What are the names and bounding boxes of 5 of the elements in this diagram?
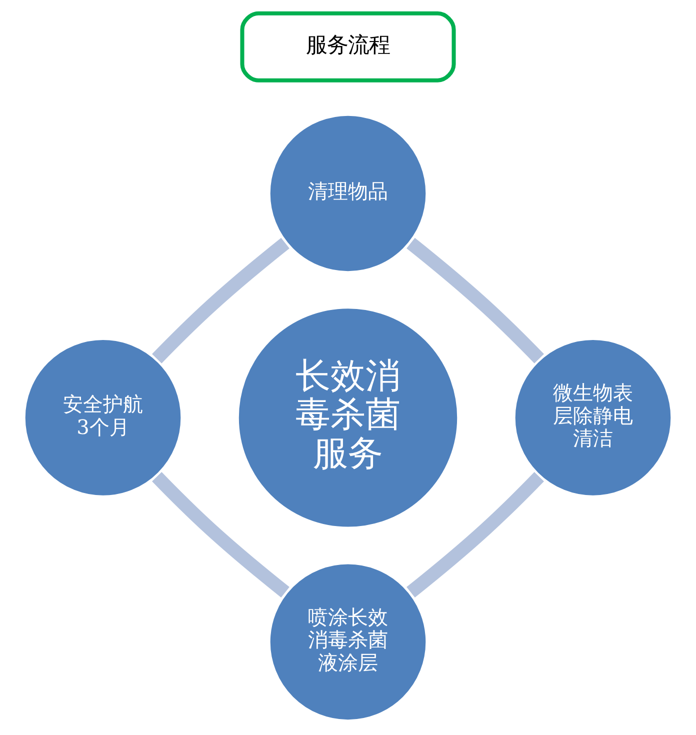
connector bbox=[152, 472, 290, 598]
connector bbox=[406, 238, 544, 364]
connector bbox=[152, 238, 290, 364]
node-box: 服务流程 bbox=[240, 11, 456, 82]
connector bbox=[406, 472, 544, 598]
